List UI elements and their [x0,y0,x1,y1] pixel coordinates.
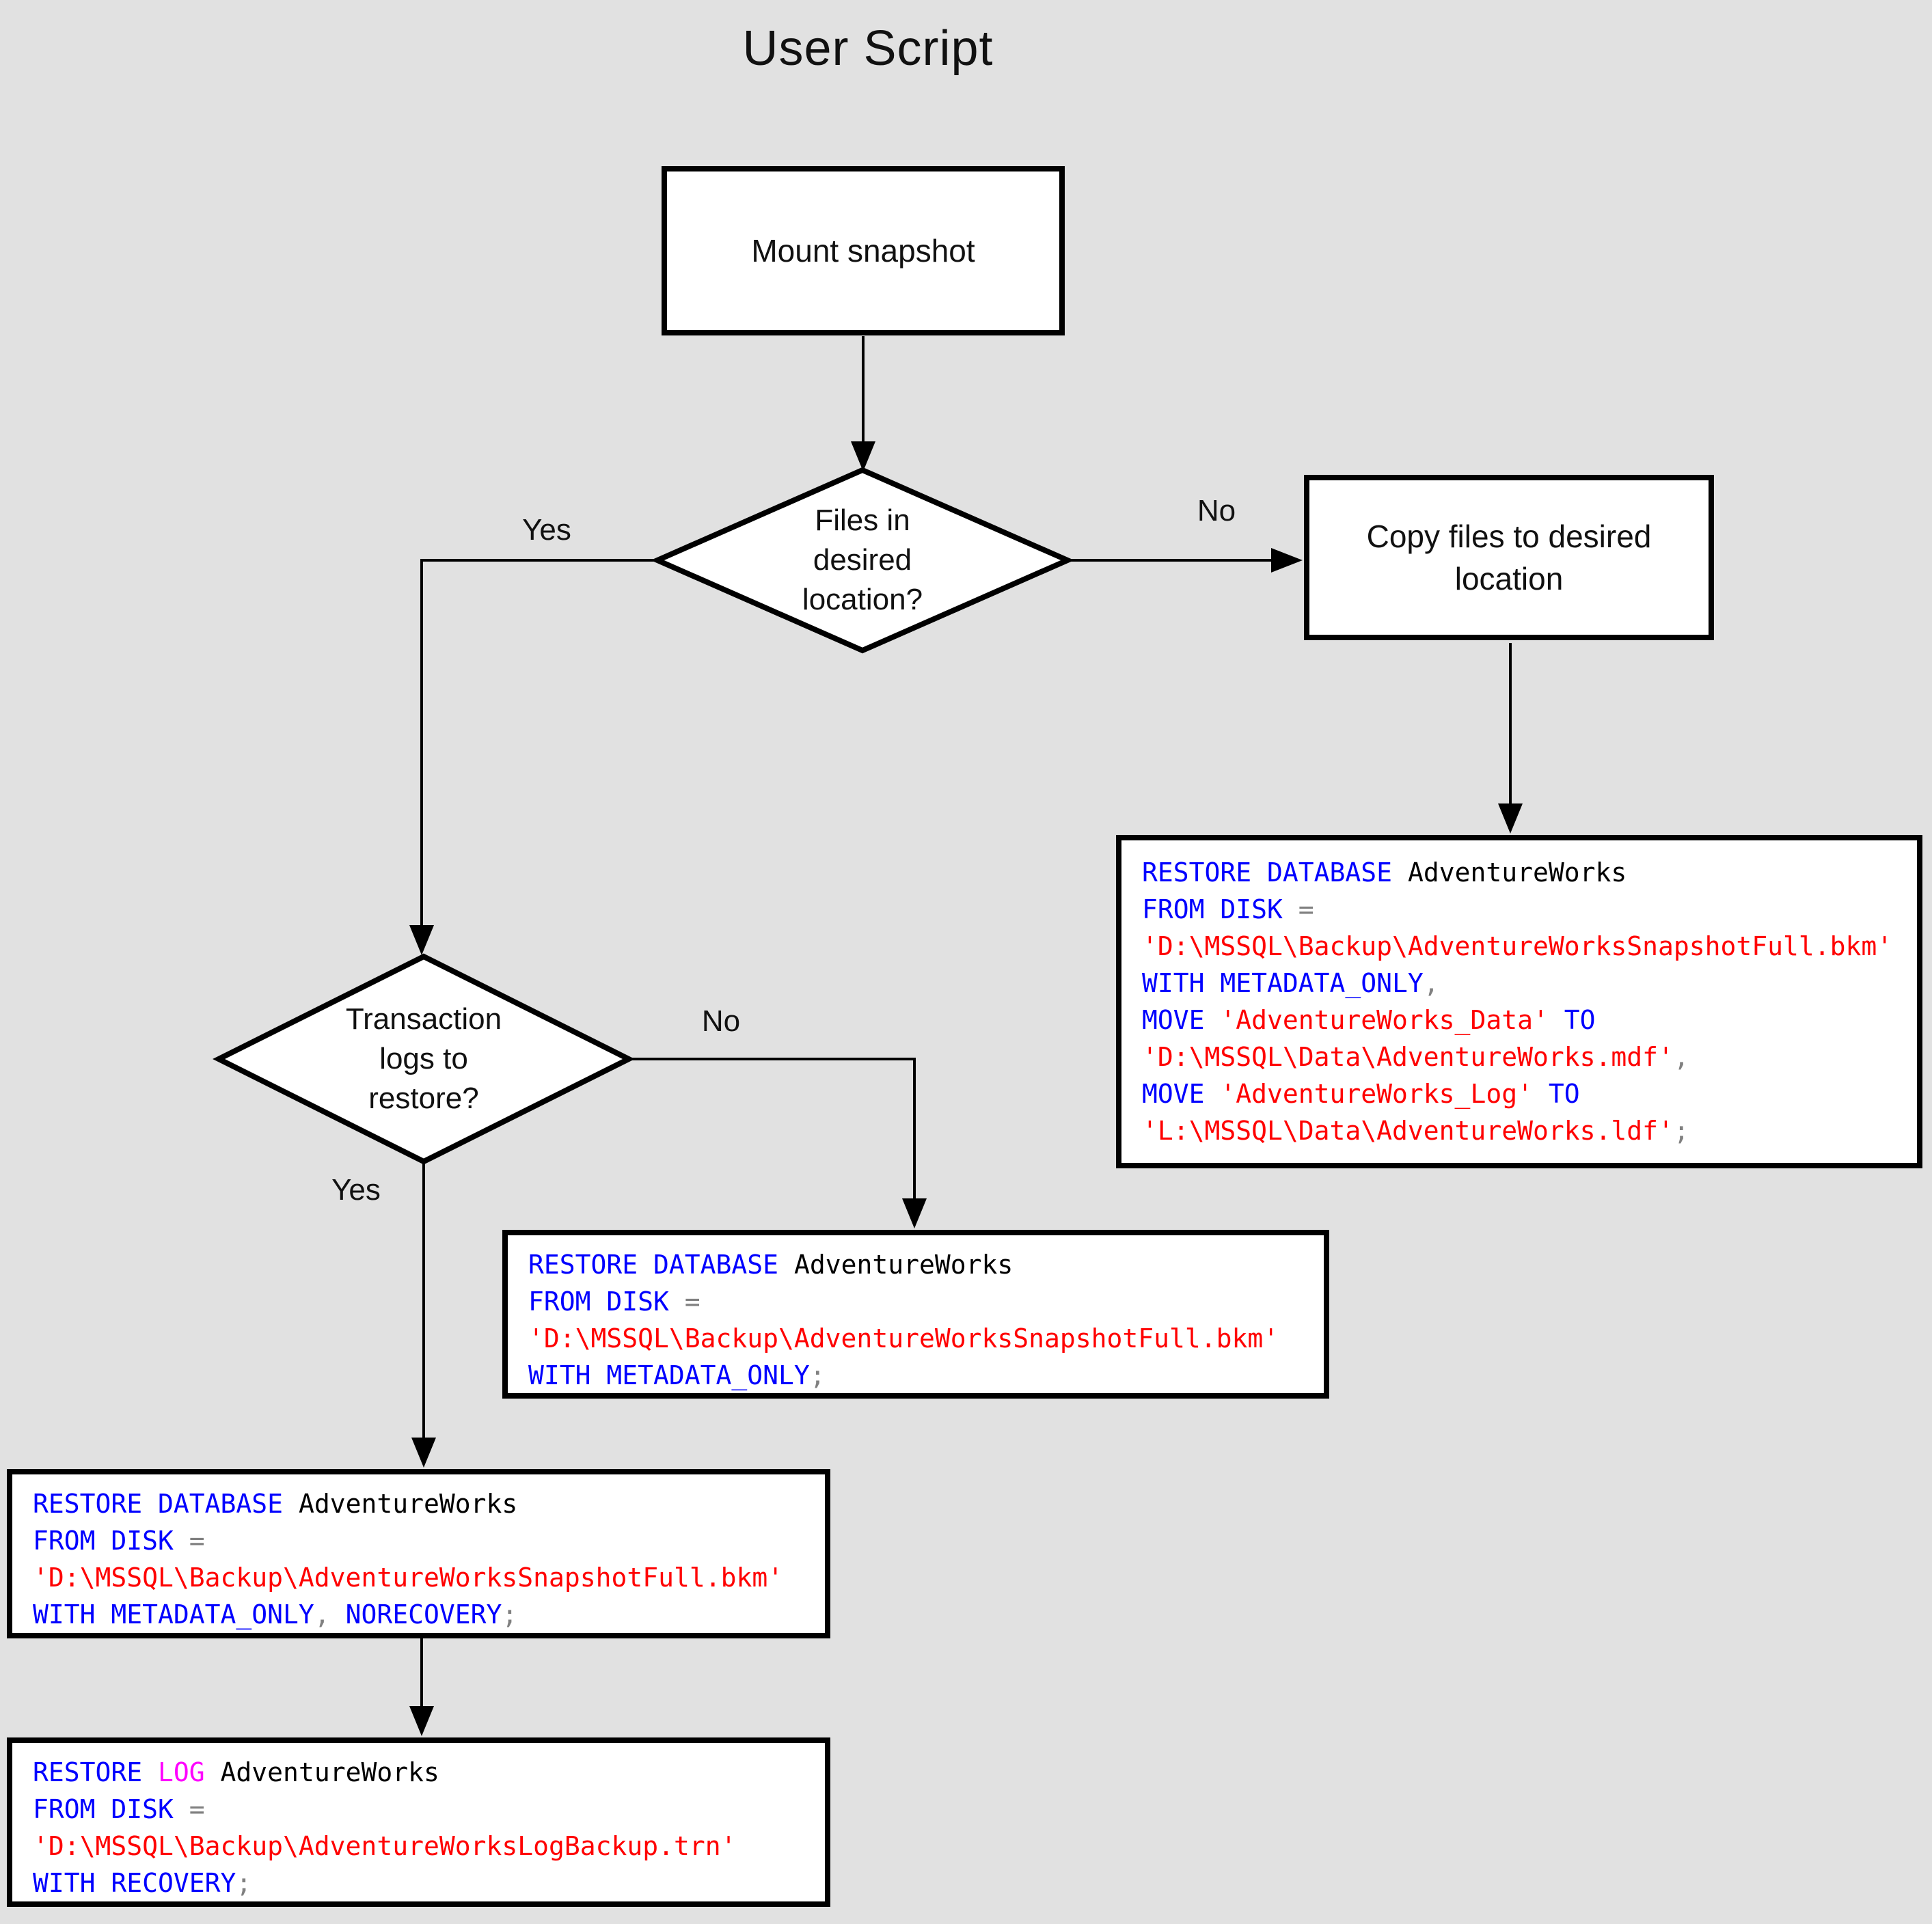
decision-logs-label: Transaction logs to restore? [273,1000,574,1118]
code-token: WITH METADATA_ONLY [1142,968,1424,998]
code-line: 'D:\MSSQL\Backup\AdventureWorksLogBackup… [33,1828,825,1865]
decision-files-label: Files in desired location? [712,501,1013,620]
node-copy-files-label: Copy files to desired location [1366,519,1652,596]
code-token: AdventureWorks [204,1757,439,1787]
code-token: WITH METADATA_ONLY [528,1360,810,1390]
code-token: = [189,1526,205,1556]
code-line: FROM DISK = [33,1522,825,1559]
code-token: ; [1673,1116,1689,1146]
code-line: WITH METADATA_ONLY, NORECOVERY; [33,1596,825,1633]
label-files-yes: Yes [522,513,571,547]
code-token [1549,1005,1564,1035]
decision-logs-label-line: Transaction [345,1002,502,1036]
code-token: , [1673,1042,1689,1072]
arrowhead-copy-to-restore-with-move [1498,803,1523,834]
label-logs-no: No [701,1004,741,1038]
decision-files-label-line: Files in [815,504,910,537]
code-line: FROM DISK = [33,1791,825,1828]
code-token: LOG [158,1757,205,1787]
code-token: TO [1564,1005,1596,1035]
code-token: , [1423,968,1439,998]
node-copy-files: Copy files to desired location [1304,475,1714,640]
code-line: FROM DISK = [528,1283,1324,1320]
code-token: FROM DISK [528,1287,685,1317]
code-token: ; [236,1868,252,1898]
code-line: RESTORE DATABASE AdventureWorks [528,1246,1324,1283]
code-token: FROM DISK [33,1794,189,1824]
code-token: 'D:\MSSQL\Data\AdventureWorks.mdf' [1142,1042,1674,1072]
code-token: ; [809,1360,826,1390]
code-line: 'D:\MSSQL\Backup\AdventureWorksSnapshotF… [1142,928,1917,965]
code-line: RESTORE DATABASE AdventureWorks [1142,854,1917,891]
code-line: RESTORE LOG AdventureWorks [33,1754,825,1791]
code-token: AdventureWorks [793,1250,1013,1280]
decision-logs-label-line: logs to [379,1042,468,1075]
code-token: RESTORE DATABASE [33,1489,299,1519]
code-token: 'AdventureWorks_Data' [1220,1005,1549,1035]
code-token: ; [502,1599,518,1630]
code-token: AdventureWorks [1407,857,1627,888]
code-token: FROM DISK [1142,894,1298,924]
code-token: NORECOVERY [345,1599,502,1630]
code-token: TO [1548,1079,1580,1109]
code-token: RESTORE DATABASE [528,1250,794,1280]
node-mount-snapshot: Mount snapshot [662,166,1065,335]
code-token: MOVE [1142,1005,1221,1035]
code-token: WITH RECOVERY [33,1868,236,1898]
code-token: AdventureWorks [298,1489,518,1519]
code-token: RESTORE DATABASE [1142,857,1408,888]
edge-logs-no-to-restore-metadata-only [629,1058,916,1198]
code-token: 'D:\MSSQL\Backup\AdventureWorksSnapshotF… [528,1323,1279,1353]
decision-files-in-desired-location [651,467,1074,654]
code-token: MOVE [1142,1079,1221,1109]
page-title: User Script [742,21,994,76]
label-logs-yes: Yes [331,1173,381,1207]
code-token: 'D:\MSSQL\Backup\AdventureWorksLogBackup… [33,1831,737,1861]
code-token [1533,1079,1549,1109]
arrowhead-mount-to-files-decision [851,441,875,471]
decision-files-label-line: desired [813,543,912,577]
code-line: WITH METADATA_ONLY, [1142,965,1917,1002]
label-files-no: No [1197,494,1236,527]
arrowhead-files-no-to-copy [1271,548,1303,573]
code-token: RESTORE [33,1757,159,1787]
decision-transaction-logs-to-restore [213,953,635,1165]
node-mount-snapshot-label: Mount snapshot [751,233,975,269]
code-token: , [314,1599,346,1630]
code-line: MOVE 'AdventureWorks_Data' TO [1142,1002,1917,1039]
arrowhead-logs-no-to-restore-metadata-only [902,1198,927,1228]
code-token: 'L:\MSSQL\Data\AdventureWorks.ldf' [1142,1116,1674,1146]
code-token: FROM DISK [33,1526,189,1556]
code-line: 'D:\MSSQL\Backup\AdventureWorksSnapshotF… [528,1320,1324,1357]
decision-files-label-line: location? [802,583,923,616]
code-token: 'D:\MSSQL\Backup\AdventureWorksSnapshotF… [1142,931,1893,961]
code-token: = [189,1794,205,1824]
arrowhead-files-yes-to-logs-decision [409,925,434,955]
code-token: 'AdventureWorks_Log' [1220,1079,1533,1109]
code-token: 'D:\MSSQL\Backup\AdventureWorksSnapshotF… [33,1563,784,1593]
code-line: 'D:\MSSQL\Data\AdventureWorks.mdf', [1142,1039,1917,1075]
decision-logs-label-line: restore? [368,1082,479,1115]
code-line: 'L:\MSSQL\Data\AdventureWorks.ldf'; [1142,1112,1917,1149]
code-line: 'D:\MSSQL\Backup\AdventureWorksSnapshotF… [33,1559,825,1596]
edge-files-yes-to-logs-decision [420,559,657,925]
code-line: RESTORE DATABASE AdventureWorks [33,1485,825,1522]
arrowhead-norecovery-to-log-recovery [409,1706,434,1736]
code-token: = [1298,894,1314,924]
code-line: MOVE 'AdventureWorks_Log' TO [1142,1075,1917,1112]
code-token: WITH METADATA_ONLY [33,1599,314,1630]
code-token: = [684,1287,700,1317]
code-line: WITH METADATA_ONLY; [528,1357,1324,1393]
code-line: WITH RECOVERY; [33,1865,825,1901]
arrowhead-logs-yes-to-restore-norecovery [411,1438,436,1468]
code-line: FROM DISK = [1142,891,1917,928]
